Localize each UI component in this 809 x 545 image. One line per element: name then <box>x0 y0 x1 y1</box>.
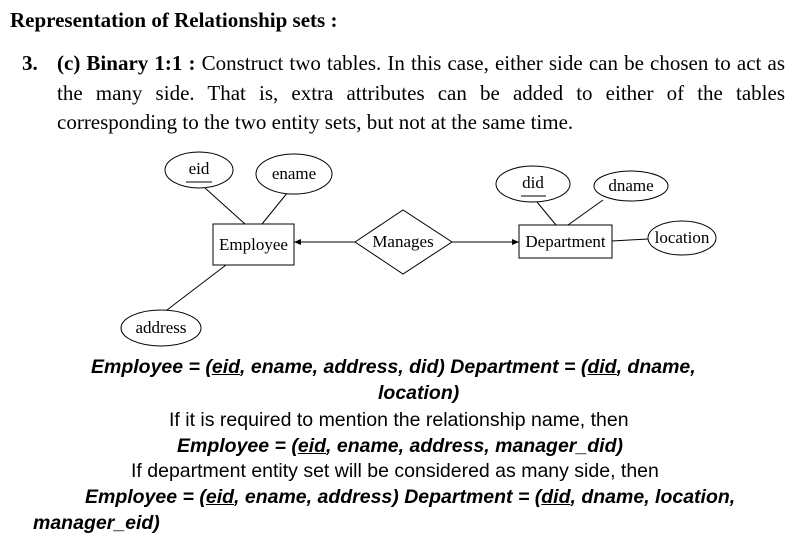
dname-connector <box>567 199 604 226</box>
employee-entity: Employee <box>212 223 295 266</box>
dname-label: dname <box>608 176 653 195</box>
address-attribute: address <box>120 309 202 347</box>
eid-attribute: eid <box>164 151 234 189</box>
item-text: Construct two tables. In this case, eith… <box>57 51 786 134</box>
did-key: did <box>541 486 571 508</box>
manages-relationship: Manages <box>354 209 453 275</box>
eid-key: eid <box>211 356 241 378</box>
note-line-2: If department entity set will be conside… <box>131 460 659 482</box>
list-item: 3. (c) Binary 1:1 : Construct two tables… <box>22 49 785 138</box>
schema-line-4: Employee = (eid, ename, address) Departm… <box>85 486 736 508</box>
eid-key: eid <box>297 435 327 457</box>
address-label: address <box>136 318 187 337</box>
dname-attribute: dname <box>593 170 669 202</box>
manages-label: Manages <box>372 232 433 251</box>
did-connector <box>536 201 557 226</box>
department-entity: Department <box>518 224 613 259</box>
eid-connector <box>204 187 246 225</box>
did-label: did <box>522 173 544 192</box>
location-label: location <box>655 228 710 247</box>
note-line-1: If it is required to mention the relatio… <box>169 409 629 431</box>
section-heading: Representation of Relationship sets : <box>10 8 338 32</box>
item-body: (c) Binary 1:1 : Construct two tables. I… <box>57 49 785 138</box>
employee-label: Employee <box>219 235 288 254</box>
department-label: Department <box>525 232 606 251</box>
schema-line-1: Employee = (eid, ename, address, did) De… <box>91 356 696 378</box>
schema-line-3: Employee = (eid, ename, address, manager… <box>177 435 623 457</box>
did-key: did <box>587 356 617 378</box>
eid-key: eid <box>205 486 235 508</box>
location-attribute: location <box>647 220 717 256</box>
item-label: (c) Binary 1:1 : <box>57 51 196 75</box>
ename-attribute: ename <box>255 153 333 195</box>
address-connector <box>162 264 227 314</box>
schema-line-5: manager_eid) <box>33 512 160 534</box>
eid-label: eid <box>189 159 210 178</box>
schema-line-2: location) <box>378 382 460 404</box>
did-attribute: did <box>495 165 571 203</box>
ename-label: ename <box>272 164 316 183</box>
item-number: 3. <box>22 51 38 75</box>
location-connector <box>611 238 649 242</box>
ename-connector <box>261 191 289 225</box>
